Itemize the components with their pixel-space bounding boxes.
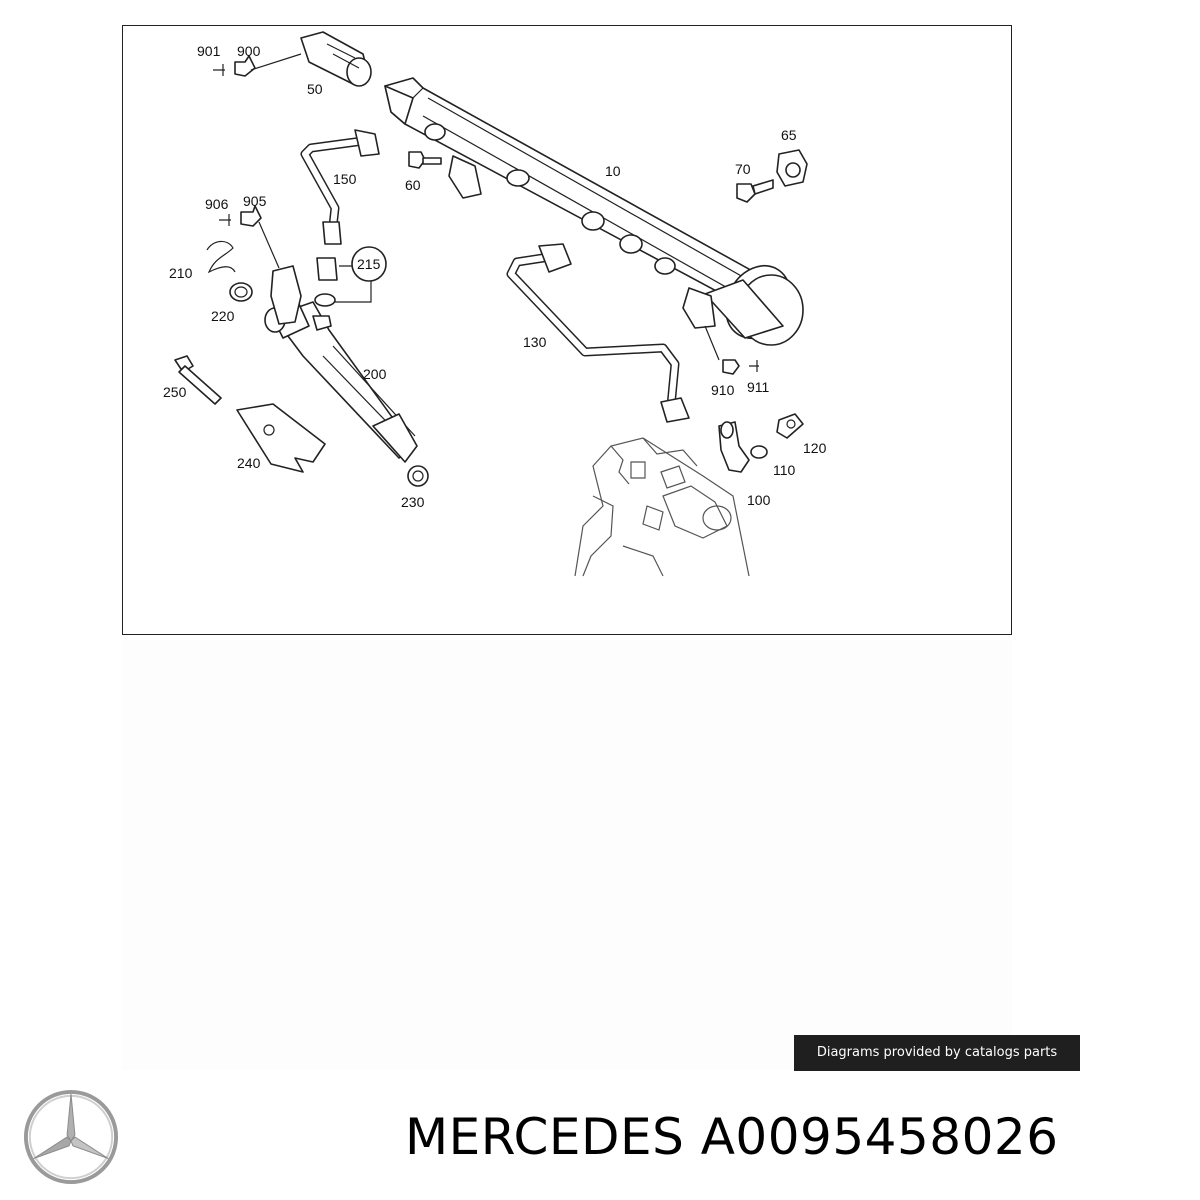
callout-901: 901 (197, 43, 221, 59)
fitting-215-part (314, 246, 387, 307)
callout-110: 110 (773, 462, 796, 478)
pressure-sensor-part (300, 31, 372, 87)
high-pressure-pump-part (574, 437, 750, 577)
callout-250: 250 (163, 384, 187, 400)
parts-diagram-frame: 901 900 50 10 65 70 60 150 906 905 215 2… (122, 25, 1012, 635)
parts-diagram: 901 900 50 10 65 70 60 150 906 905 215 2… (163, 31, 827, 577)
callout-200: 200 (363, 366, 387, 382)
clip-906-part (219, 214, 231, 226)
bolt-250-part (174, 355, 222, 405)
injector-200-part (264, 265, 418, 463)
clamp-65-part (776, 149, 808, 187)
image-background (122, 640, 1012, 1070)
o-ring-220-part (229, 282, 253, 302)
callout-100: 100 (747, 492, 771, 508)
bolt-120-part (776, 413, 804, 439)
connector-905-part (240, 205, 280, 269)
callout-215: 215 (357, 256, 381, 272)
bracket-240-part (236, 403, 326, 473)
clip-911-part (749, 360, 759, 372)
washer-230-part (407, 465, 429, 487)
callout-230: 230 (401, 494, 425, 510)
callout-905: 905 (243, 193, 267, 209)
callout-10: 10 (605, 163, 621, 179)
callout-911: 911 (747, 379, 770, 395)
callout-906: 906 (205, 196, 229, 212)
banjo-100-part (718, 421, 750, 473)
connector-900-part (234, 53, 302, 77)
callout-60: 60 (405, 177, 421, 193)
washer-110-part (750, 445, 768, 459)
mercedes-star-icon (23, 1089, 119, 1185)
callout-70: 70 (735, 161, 751, 177)
part-title: MERCEDES A0095458026 (405, 1108, 1059, 1166)
connector-910-part (704, 325, 740, 375)
fuel-rail-part (384, 77, 804, 346)
bolt-70-part (736, 179, 774, 203)
callout-910: 910 (711, 382, 735, 398)
callout-240: 240 (237, 455, 261, 471)
callout-150: 150 (333, 171, 357, 187)
clip-901-part (213, 64, 225, 76)
spring-clip-210-part (206, 240, 236, 274)
diagram-credit-badge: Diagrams provided by catalogs parts (794, 1035, 1080, 1071)
callout-900: 900 (237, 43, 261, 59)
callout-220: 220 (211, 308, 235, 324)
bolt-60-part (408, 151, 442, 169)
callout-65: 65 (781, 127, 797, 143)
callout-130: 130 (523, 334, 547, 350)
callout-120: 120 (803, 440, 827, 456)
callout-50: 50 (307, 81, 323, 97)
leak-pipe-150-part (300, 129, 380, 245)
callout-210: 210 (169, 265, 193, 281)
pressure-pipe-130-part (506, 243, 690, 423)
